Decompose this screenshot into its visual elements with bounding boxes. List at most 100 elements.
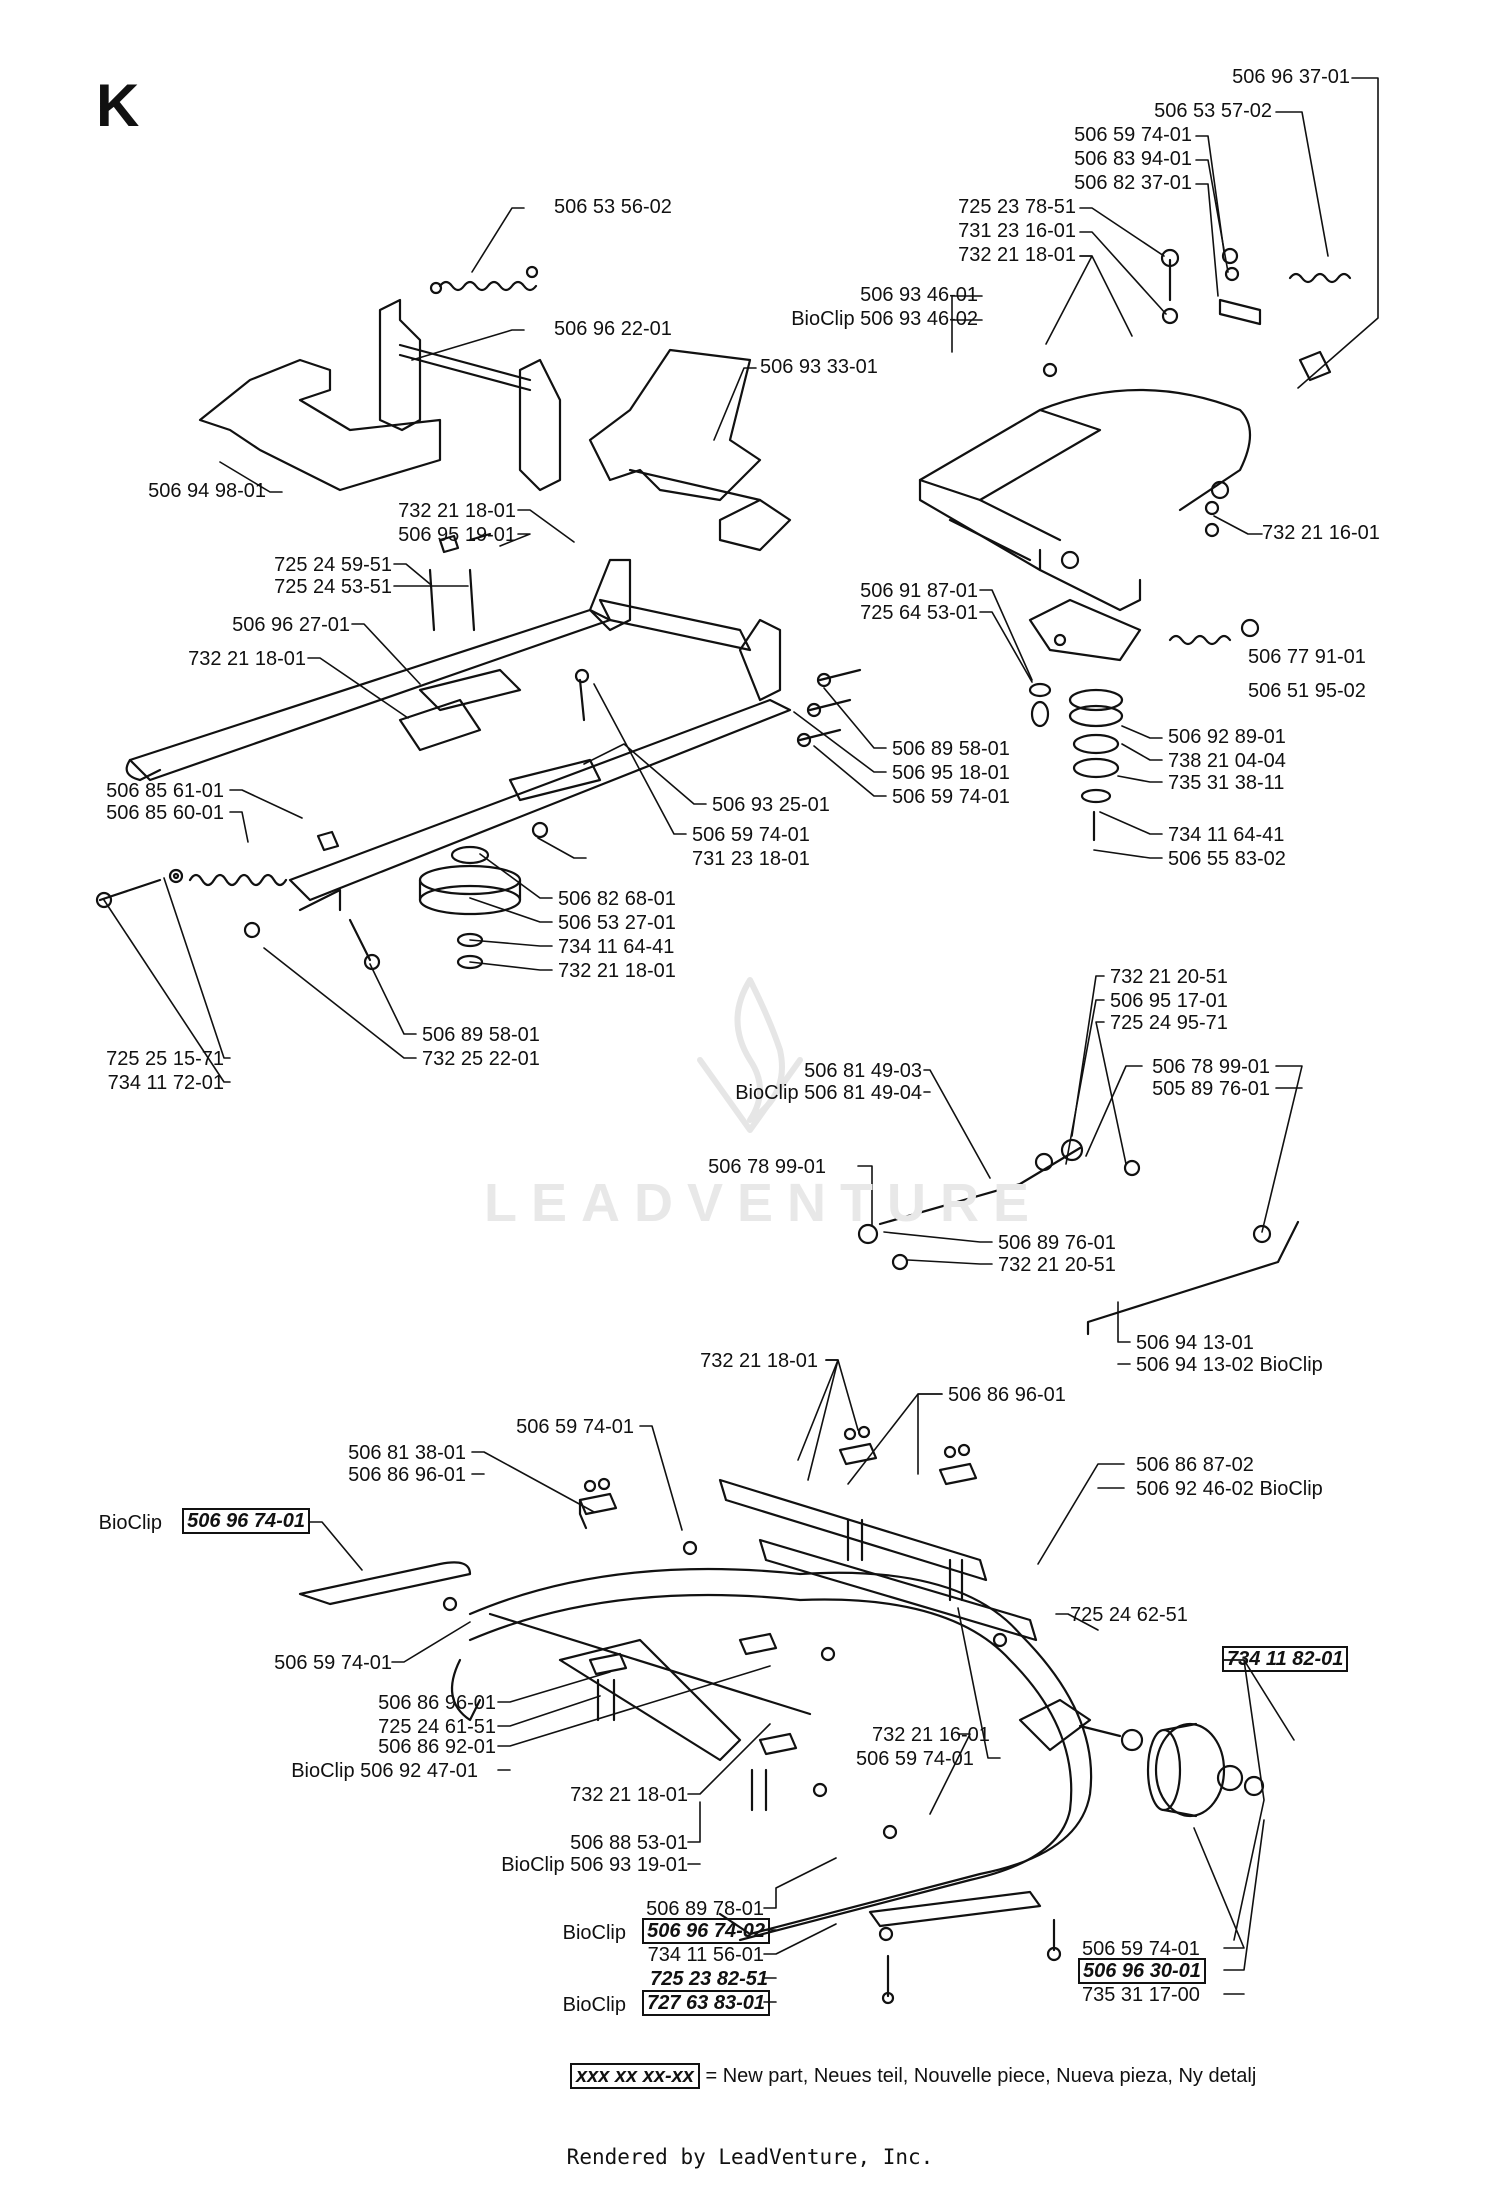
part-label: 506 81 49-03 [804,1060,922,1082]
mower-deck-frame [450,1478,1093,1942]
pedal-assembly [588,348,792,552]
part-label: 506 78 99-01 [708,1156,826,1178]
bracket-plate-left [378,298,562,492]
idler-bracket [1028,598,1142,662]
new-part-legend: xxx xx xx-xx = New part, Neues teil, Nou… [570,2063,1256,2089]
part-label: 732 21 18-01 [570,1784,688,1806]
part-label: 506 86 96-01 [378,1692,496,1714]
part-label: 725 24 62-51 [1070,1604,1188,1626]
part-label: 506 94 13-02 BioClip [1136,1354,1323,1376]
part-label: 731 23 16-01 [958,220,1076,242]
part-label: 505 89 76-01 [1152,1078,1270,1100]
part-label: 506 59 74-01 [892,786,1010,808]
part-label: 725 24 61-51 [378,1716,496,1738]
part-label: 506 94 98-01 [148,480,266,502]
new-part-box: 727 63 83-01 [642,1990,770,2016]
part-label: 506 86 87-02 [1136,1454,1254,1476]
part-label: 506 53 57-02 [1154,100,1272,122]
new-part-label: 506 96 74-02 [642,1918,770,1944]
part-label: 725 64 53-01 [860,602,978,624]
legend-text: = New part, Neues teil, Nouvelle piece, … [705,2065,1257,2087]
part-label: 506 82 37-01 [1074,172,1192,194]
part-label: BioClip 506 81 49-04 [735,1082,922,1104]
frame-bolts [95,532,862,971]
part-label: BioClip [562,1994,626,2016]
cable-assembly [857,1138,1141,1271]
new-part-box: 734 11 82-01 [1222,1646,1349,1672]
part-label: 734 11 64-41 [558,936,675,958]
watermark-text: LEADVENTURE [484,1173,1044,1233]
part-label: 506 83 94-01 [1074,148,1192,170]
new-part-label: 506 96 30-01 [1078,1958,1206,1984]
part-label: 506 89 78-01 [646,1898,764,1920]
part-label: 506 89 76-01 [998,1232,1116,1254]
section-letter: K [96,72,140,139]
deck-bearing-blocks [578,1442,978,1756]
leader-lines [103,77,1379,2003]
part-label: 506 94 13-01 [1136,1332,1254,1354]
part-label: 732 21 18-01 [398,500,516,522]
part-label: BioClip 506 93 46-02 [791,308,978,330]
part-label: 506 92 46-02 BioClip [1136,1478,1323,1500]
part-label: 731 23 18-01 [692,848,810,870]
new-part-label: 727 63 83-01 [642,1990,770,2016]
part-label: 732 25 22-01 [422,1048,540,1070]
part-label: 506 93 46-01 [860,284,978,306]
part-label: 732 21 18-01 [700,1350,818,1372]
gauge-wheel [1078,1722,1265,1818]
new-part-label: 506 96 74-01 [182,1508,310,1534]
part-label: 734 11 64-41 [1168,824,1285,846]
part-label: 506 92 89-01 [1168,726,1286,748]
frame-spring [188,830,340,887]
new-part-box: 506 96 74-02 [642,1918,770,1944]
bracket-lever-left [198,358,442,492]
part-label: 506 88 53-01 [570,1832,688,1854]
part-label: BioClip [98,1512,162,1534]
part-label: 732 21 20-51 [1110,966,1228,988]
part-label: 506 53 27-01 [558,912,676,934]
control-rod [1086,1220,1300,1336]
part-label: 506 95 17-01 [1110,990,1228,1012]
deck-clip-left [298,1561,472,1606]
part-label: 506 51 95-02 [1248,680,1366,702]
pulley-center [418,845,522,970]
part-label: 506 59 74-01 [692,824,810,846]
new-part-label: 734 11 82-01 [1222,1646,1349,1672]
part-label: 506 96 37-01 [1232,66,1350,88]
new-part-label: 725 23 82-51 [650,1968,768,1990]
part-label: 732 21 20-51 [998,1254,1116,1276]
part-label: 506 59 74-01 [1082,1938,1200,1960]
part-label: 735 31 38-11 [1168,772,1285,794]
part-label: 732 21 18-01 [958,244,1076,266]
part-label: 506 85 61-01 [106,780,224,802]
part-label: 725 24 95-71 [1110,1012,1228,1034]
deck-clip-bottom [868,1890,1062,2005]
watermark-logo [697,977,803,1133]
part-label: 732 21 16-01 [1262,522,1380,544]
part-label: 732 21 18-01 [558,960,676,982]
part-label: BioClip [562,1922,626,1944]
new-part-box: 506 96 30-01 [1078,1958,1206,1984]
part-label: 506 96 22-01 [554,318,672,340]
part-label: 506 77 91-01 [1248,646,1366,668]
part-label: 734 11 56-01 [647,1944,764,1966]
part-label: 506 95 18-01 [892,762,1010,784]
part-label: 506 55 83-02 [1168,848,1286,870]
part-label: 738 21 04-04 [1168,750,1286,772]
part-label: 506 95 19-01 [398,524,516,546]
part-label: 734 11 72-01 [107,1072,224,1094]
part-label: 725 24 59-51 [274,554,392,576]
part-label: 506 59 74-01 [1074,124,1192,146]
part-label: 506 59 74-01 [856,1748,974,1770]
part-label: 506 81 38-01 [348,1442,466,1464]
part-label: 506 78 99-01 [1152,1056,1270,1078]
part-label: 506 91 87-01 [860,580,978,602]
part-label: 725 25 15-71 [106,1048,224,1070]
part-label: 732 21 18-01 [188,648,306,670]
part-label: 506 86 96-01 [348,1464,466,1486]
part-label: 506 85 60-01 [106,802,224,824]
part-label: 725 23 78-51 [958,196,1076,218]
part-label: 506 86 96-01 [948,1384,1066,1406]
idler-spring [1168,618,1260,646]
